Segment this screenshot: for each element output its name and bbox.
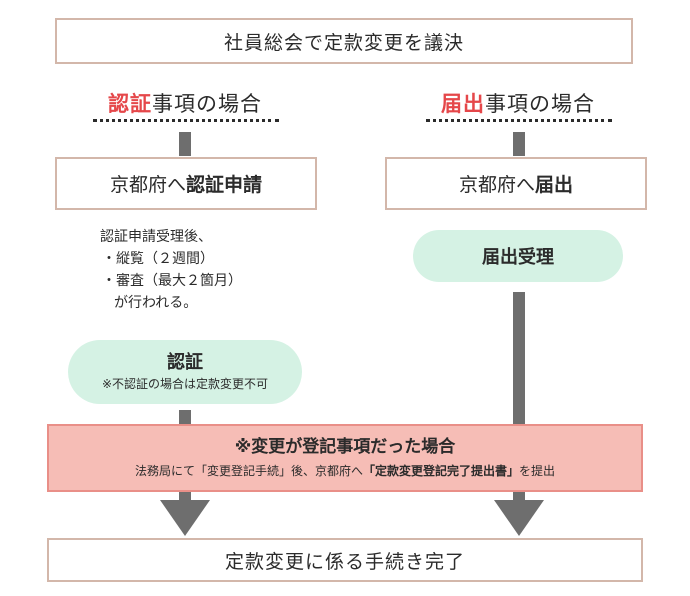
- review-note-line-4: が行われる。: [114, 295, 198, 311]
- registration-warning-title: ※変更が登記事項だった場合: [234, 437, 456, 457]
- notification-heading-underline: [426, 119, 612, 122]
- left-arrow-stem: [179, 492, 191, 502]
- notification-prefix: 京都府へ: [458, 174, 535, 196]
- right-connector-2: [513, 292, 525, 424]
- certification-heading-rest: 事項の場合: [152, 92, 262, 116]
- certification-pill-title: 認証: [167, 352, 203, 373]
- top-step-text: 社員総会で定款変更を議決: [223, 31, 464, 54]
- left-connector-1: [179, 132, 191, 156]
- certification-heading-underline: [93, 119, 279, 122]
- registration-warning-text-pre: 法務局にて「変更登記手続」後、京都府へ: [134, 464, 363, 478]
- certification-pill: 認証 ※不認証の場合は定款変更不可: [68, 340, 302, 404]
- completion-box: 定款変更に係る手続き完了: [47, 538, 643, 582]
- notification-box: 京都府へ届出: [385, 157, 647, 210]
- top-step-box: 社員総会で定款変更を議決: [55, 18, 633, 64]
- certification-heading-highlight: 認証: [108, 92, 152, 116]
- left-connector-2: [179, 410, 191, 424]
- notification-heading: 届出事項の場合: [423, 88, 613, 118]
- registration-warning-box: ※変更が登記事項だった場合 法務局にて「変更登記手続」後、京都府へ「定款変更登記…: [47, 424, 643, 492]
- notification-heading-rest: 事項の場合: [485, 92, 595, 116]
- notification-heading-highlight: 届出: [441, 92, 485, 116]
- left-arrow-head: [160, 500, 210, 536]
- certification-heading: 認証事項の場合: [90, 88, 280, 118]
- certification-application-prefix: 京都府へ: [109, 174, 186, 196]
- review-note-line-2: ・縦覧（２週間）: [102, 251, 214, 267]
- review-note-line-1: 認証申請受理後、: [100, 229, 212, 245]
- right-arrow-stem: [513, 492, 525, 502]
- certification-pill-sub: ※不認証の場合は定款変更不可: [101, 377, 269, 391]
- notification-accepted-pill: 届出受理: [413, 230, 623, 282]
- registration-warning-text-post: を提出: [519, 464, 556, 478]
- notification-accepted-title: 届出受理: [482, 247, 554, 268]
- certification-application-box: 京都府へ認証申請: [55, 157, 317, 210]
- registration-warning-text: 法務局にて「変更登記手続」後、京都府へ「定款変更登記完了提出書」を提出: [135, 460, 555, 482]
- review-note: 認証申請受理後、 ・縦覧（２週間） ・審査（最大２箇月） が行われる。: [100, 226, 300, 314]
- registration-warning-text-bold: 「定款変更登記完了提出書」: [362, 464, 519, 478]
- completion-text: 定款変更に係る手続き完了: [224, 550, 465, 573]
- certification-application-bold: 認証申請: [186, 174, 263, 196]
- right-arrow-head: [494, 500, 544, 536]
- review-note-line-3: ・審査（最大２箇月）: [102, 273, 242, 289]
- right-connector-1: [513, 132, 525, 156]
- notification-bold: 届出: [535, 174, 574, 196]
